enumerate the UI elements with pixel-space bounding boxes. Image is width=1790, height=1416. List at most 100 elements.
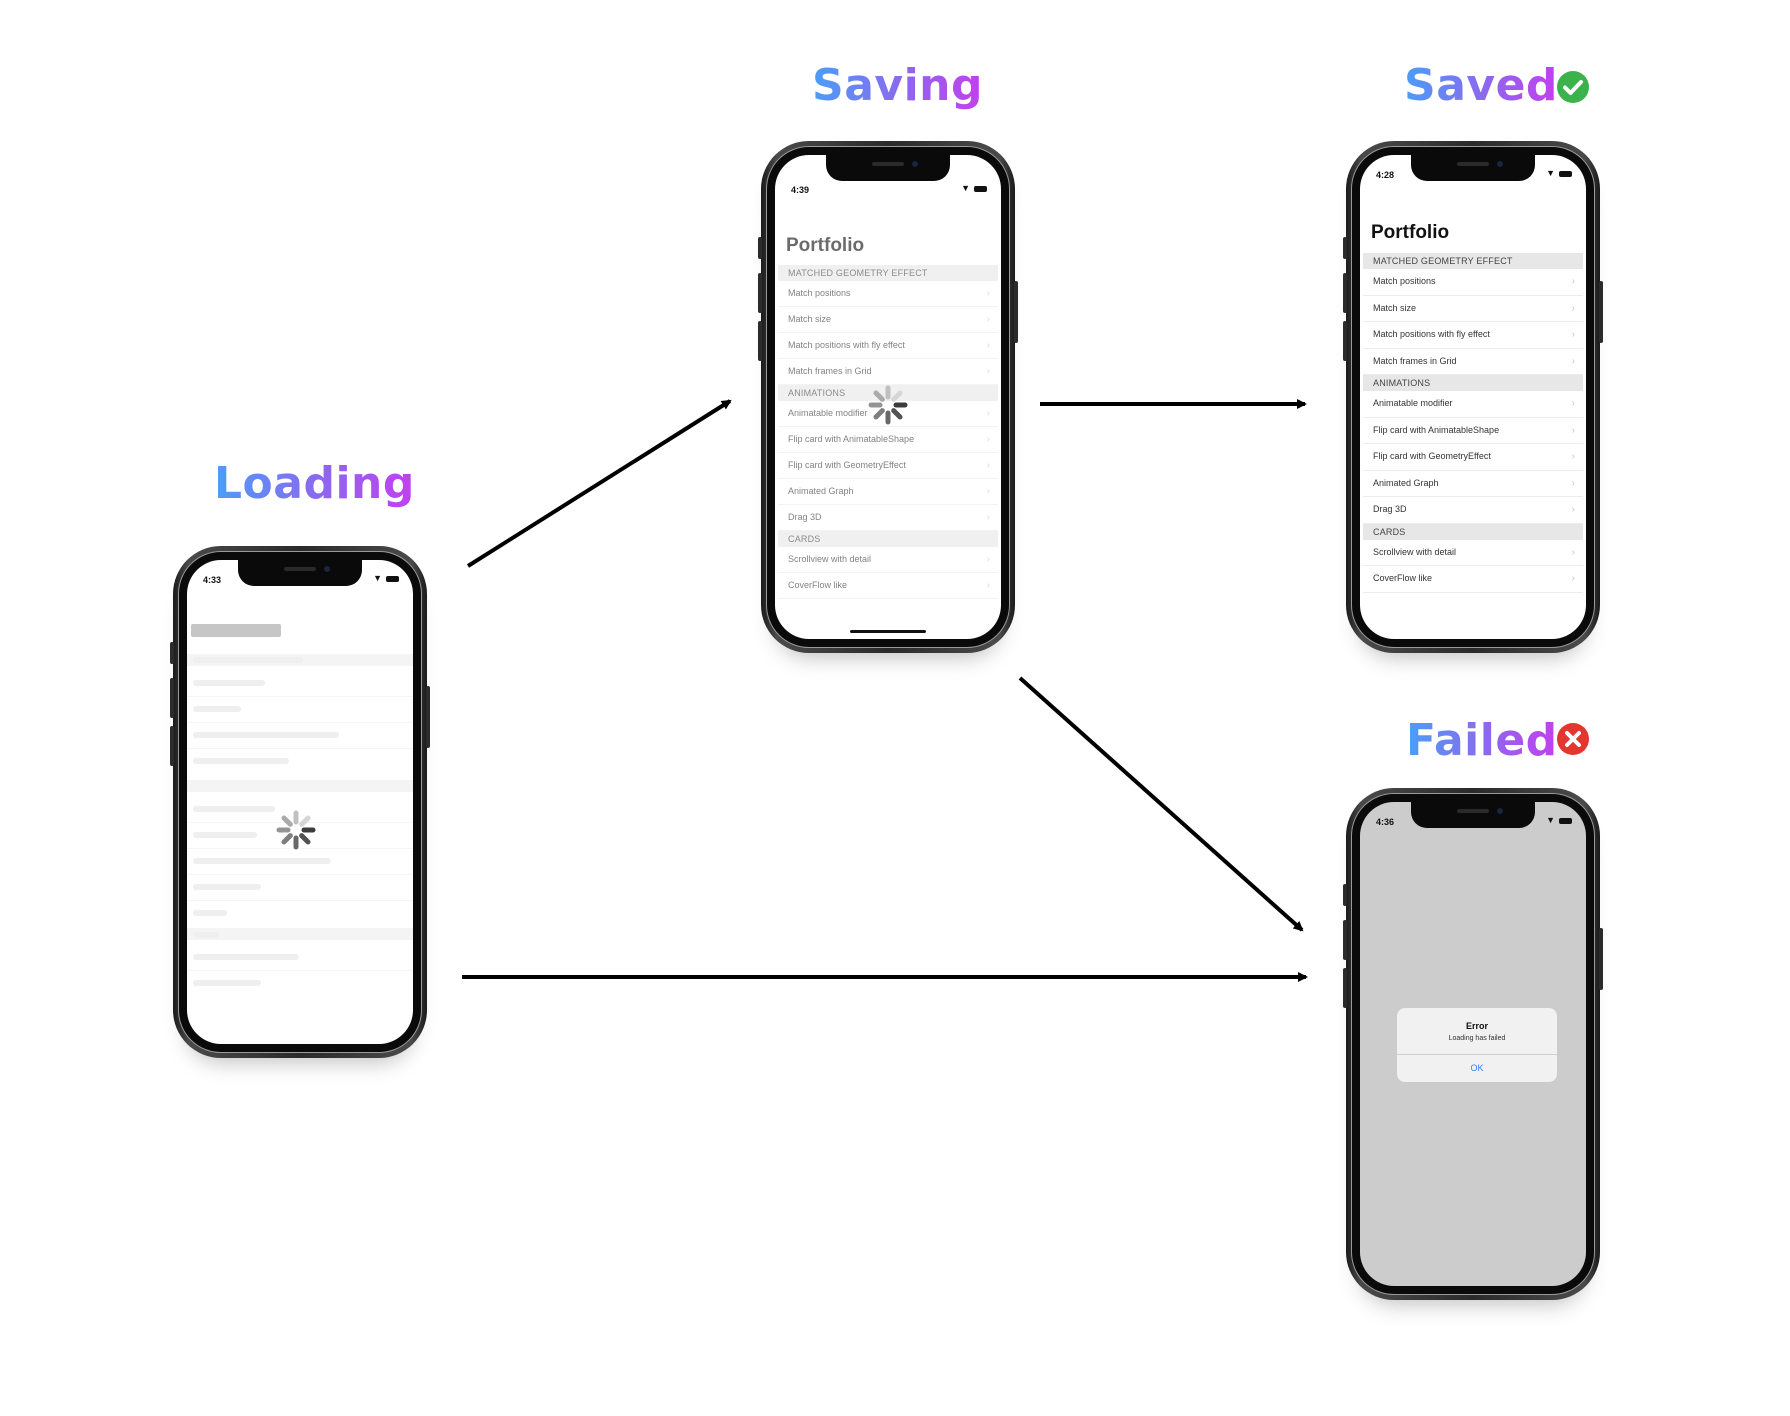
list-item[interactable]: Scrollview with detail › bbox=[1363, 540, 1583, 566]
list-item[interactable]: Match frames in Grid › bbox=[778, 359, 998, 385]
list-item[interactable]: Match positions › bbox=[778, 281, 998, 307]
chevron-right-icon: › bbox=[986, 288, 990, 299]
check-circle-icon bbox=[1556, 70, 1590, 104]
list-item-label: Flip card with AnimatableShape bbox=[788, 434, 915, 444]
list-item[interactable]: Flip card with GeometryEffect › bbox=[1363, 444, 1583, 471]
list-item-label: Match positions bbox=[1373, 276, 1436, 286]
list-item[interactable]: Animatable modifier› bbox=[778, 401, 998, 427]
section-header: MATCHED GEOMETRY EFFECT bbox=[778, 265, 998, 281]
list-item-label: Match positions bbox=[788, 288, 851, 298]
status-bar-time: 4:39 bbox=[791, 185, 810, 195]
battery-icon bbox=[386, 575, 399, 582]
wifi-icon: ▼ bbox=[373, 573, 382, 583]
chevron-right-icon: › bbox=[1571, 424, 1575, 436]
list-item[interactable]: Animated Graph › bbox=[1363, 471, 1583, 497]
saving-phone: 4:39 ▼ Portfolio MATCHED GEOMETRY EFFECT… bbox=[758, 141, 1018, 653]
section-header: CARDS bbox=[778, 531, 998, 547]
chevron-right-icon: › bbox=[1571, 329, 1575, 340]
arrow-saving-to-failed bbox=[1018, 676, 1304, 932]
list-item-label: Animatable modifier bbox=[1373, 398, 1453, 408]
notch bbox=[238, 560, 362, 586]
list-item[interactable]: Drag 3D › bbox=[1363, 497, 1583, 524]
chevron-right-icon: › bbox=[1571, 573, 1575, 584]
list-item[interactable]: Match positions› bbox=[1363, 269, 1583, 296]
chevron-right-icon: › bbox=[1571, 546, 1575, 558]
list-item-label: Scrollview with detail bbox=[1373, 546, 1457, 557]
list-item[interactable]: Flip card with AnimatableShape › bbox=[1363, 418, 1583, 444]
chevron-right-icon: › bbox=[1571, 355, 1575, 367]
wifi-icon: ▼ bbox=[961, 183, 970, 193]
list-item-label: Match frames in Grid bbox=[788, 366, 872, 376]
notch bbox=[1411, 802, 1535, 828]
loading-title: Loading bbox=[214, 458, 415, 509]
battery-icon bbox=[1559, 170, 1572, 177]
x-circle-icon bbox=[1556, 722, 1590, 756]
list-item[interactable]: Flip card with AnimatableShape › bbox=[778, 427, 998, 453]
list-item-label: CoverFlow like bbox=[788, 580, 848, 590]
page-title: Portfolio bbox=[1371, 222, 1450, 243]
loading-phone: 4:33 ▼ bbox=[170, 546, 430, 1058]
wifi-icon: ▼ bbox=[1546, 168, 1555, 178]
list-item-label: Flip card with AnimatableShape bbox=[1373, 424, 1500, 435]
list-item[interactable]: CoverFlow like › bbox=[1363, 566, 1583, 593]
list-item[interactable]: Flip card with GeometryEffect› bbox=[778, 453, 998, 479]
saving-screen: 4:39 ▼ Portfolio MATCHED GEOMETRY EFFECT… bbox=[775, 155, 1001, 639]
chevron-right-icon: › bbox=[1571, 451, 1575, 462]
list-item-label: Drag 3D bbox=[788, 512, 822, 522]
error-alert: Error Loading has failed OK bbox=[1397, 1008, 1557, 1082]
list-item[interactable]: Drag 3D › bbox=[778, 505, 998, 531]
list-item[interactable]: Match positions with fly effect› bbox=[1363, 322, 1583, 349]
chevron-right-icon: › bbox=[986, 486, 990, 497]
list-item-label: Flip card with GeometryEffect bbox=[1373, 451, 1491, 461]
list-item-label: Match positions with fly effect bbox=[788, 340, 905, 350]
list-item[interactable]: Match frames in Grid › bbox=[1363, 349, 1583, 375]
skeleton-title bbox=[191, 624, 281, 637]
list-item-label: Match frames in Grid bbox=[1373, 355, 1457, 366]
notch bbox=[1411, 155, 1535, 181]
battery-icon bbox=[974, 185, 987, 192]
loading-screen: 4:33 ▼ bbox=[187, 560, 413, 1044]
wifi-icon: ▼ bbox=[1546, 815, 1555, 825]
chevron-right-icon: › bbox=[1571, 477, 1575, 489]
home-indicator bbox=[850, 630, 926, 633]
list-item-label: CoverFlow like bbox=[1373, 573, 1433, 583]
saved-phone: 4:28 ▼ Portfolio MATCHED GEOMETRY EFFECT… bbox=[1343, 141, 1603, 653]
status-bar-time: 4:36 bbox=[1376, 817, 1395, 827]
list-item-label: Drag 3D bbox=[1373, 504, 1407, 514]
section-header: CARDS bbox=[1363, 523, 1583, 540]
saving-title: Saving bbox=[812, 60, 983, 111]
list-item[interactable]: Animatable modifier › bbox=[1363, 391, 1583, 418]
chevron-right-icon: › bbox=[1571, 302, 1575, 314]
alert-title: Error bbox=[1465, 1021, 1488, 1031]
chevron-right-icon: › bbox=[986, 512, 990, 523]
alert-ok-button[interactable]: OK bbox=[1470, 1063, 1484, 1073]
chevron-right-icon: › bbox=[986, 314, 990, 325]
list-item[interactable]: Match positions with fly effect › bbox=[778, 333, 998, 359]
list-item[interactable]: Match size › bbox=[1363, 296, 1583, 322]
chevron-right-icon: › bbox=[986, 408, 990, 419]
list-item[interactable]: Match size › bbox=[778, 307, 998, 333]
section-header: ANIMATIONS bbox=[1363, 375, 1583, 391]
list-item[interactable]: CoverFlow like › bbox=[778, 573, 998, 599]
chevron-right-icon: › bbox=[986, 434, 990, 445]
saved-screen: 4:28 ▼ Portfolio MATCHED GEOMETRY EFFECT… bbox=[1360, 155, 1586, 639]
chevron-right-icon: › bbox=[1571, 398, 1575, 409]
list-item[interactable]: Scrollview with detail› bbox=[778, 547, 998, 573]
list-item-label: Animated Graph bbox=[1373, 477, 1439, 488]
failed-title: Failed bbox=[1406, 715, 1558, 766]
battery-icon bbox=[1559, 817, 1572, 824]
chevron-right-icon: › bbox=[986, 340, 990, 351]
chevron-right-icon: › bbox=[986, 580, 990, 591]
activity-spinner-icon bbox=[276, 810, 316, 850]
list-item-label: Animated Graph bbox=[788, 486, 854, 496]
failed-phone: 4:36 ▼ Error Loading has failed OK bbox=[1343, 788, 1603, 1300]
chevron-right-icon: › bbox=[986, 366, 990, 377]
activity-spinner-icon bbox=[868, 385, 908, 425]
failed-screen: 4:36 ▼ Error Loading has failed OK bbox=[1360, 802, 1586, 1286]
chevron-right-icon: › bbox=[1571, 504, 1575, 515]
list-item[interactable]: Animated Graph › bbox=[778, 479, 998, 505]
list-item-label: Match size bbox=[788, 314, 832, 324]
list-item-label: Match size bbox=[1373, 302, 1417, 313]
